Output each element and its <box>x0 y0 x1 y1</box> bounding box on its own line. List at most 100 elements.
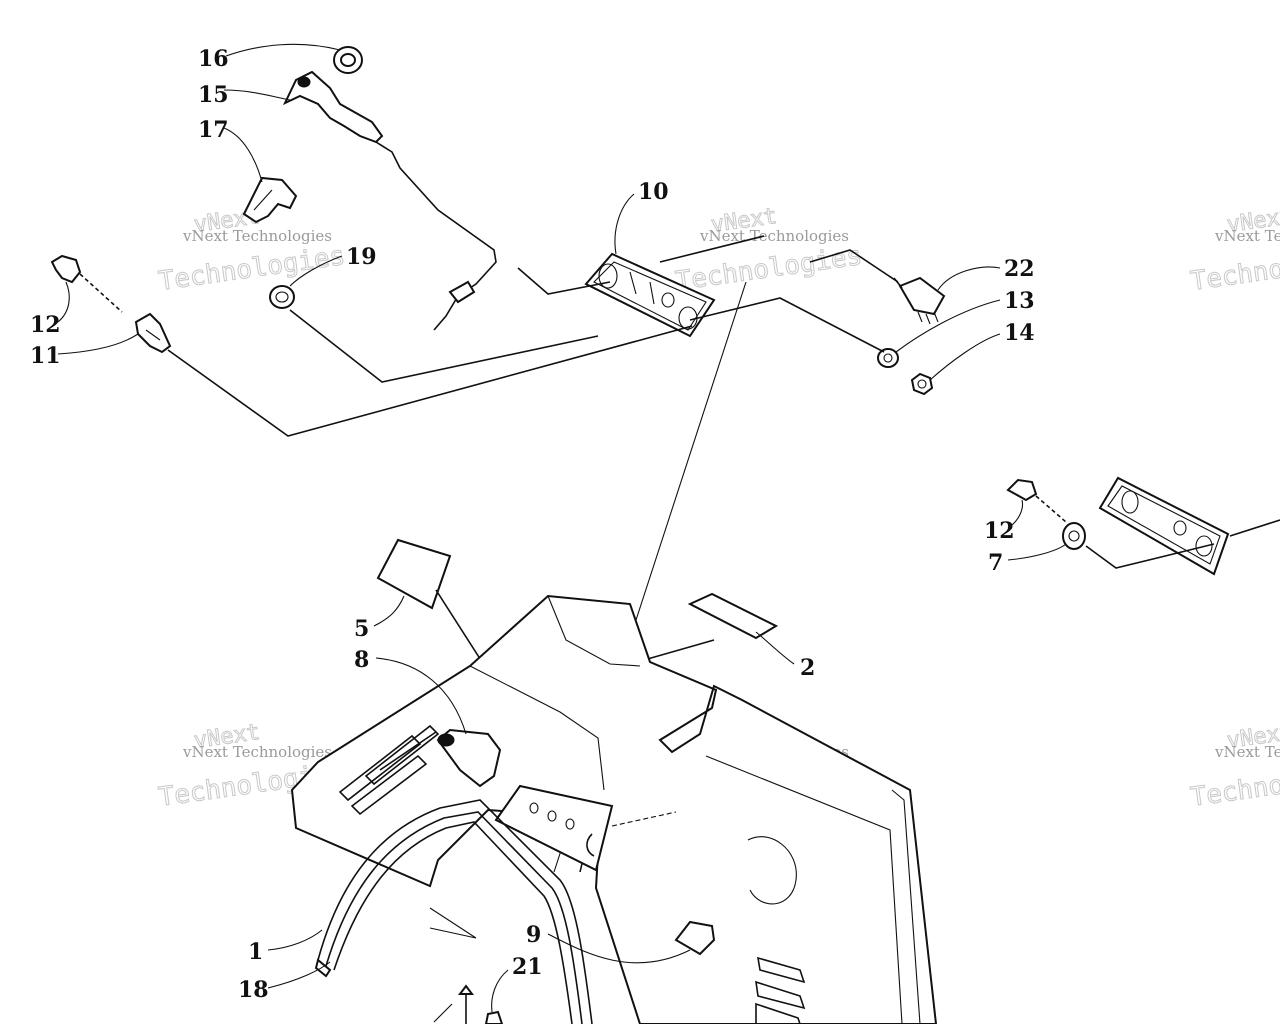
nut-hole <box>917 379 927 389</box>
console-hood-body <box>290 594 938 1024</box>
headlight-lens <box>437 733 455 747</box>
callout-12-left: 12 <box>30 312 61 338</box>
callout-15: 15 <box>198 82 229 108</box>
switch-part-11-detail <box>145 329 161 341</box>
leader-7 <box>1007 543 1067 561</box>
decal-5-shape <box>376 538 452 610</box>
callout-22: 22 <box>1004 256 1035 282</box>
leader-19 <box>289 255 343 287</box>
plate-right-hole-1 <box>1121 490 1139 514</box>
vent-slot-right-3 <box>755 1002 801 1024</box>
grommet-outer <box>269 285 295 309</box>
plate-inner <box>593 261 707 331</box>
leader-2 <box>755 631 795 665</box>
leader-10 <box>614 193 635 255</box>
windshield-trim-inner <box>325 811 583 1024</box>
leader-12-left <box>57 281 70 323</box>
switch-key-hole <box>297 76 311 88</box>
line-plate-to-washer <box>689 297 885 353</box>
headlight-part-8 <box>436 728 502 788</box>
trim-leader-junction <box>429 907 477 939</box>
console-side-edge <box>705 755 903 1024</box>
washer-hole <box>883 353 893 363</box>
leader-bottom-stub <box>433 1003 453 1023</box>
watermark-top-right: vNext vNext Technologies Technologies <box>1188 203 1280 297</box>
trim-end-cap <box>314 958 332 978</box>
vent-slot-right-2 <box>755 980 806 1010</box>
console-dashed-mark <box>611 811 677 827</box>
callout-16: 16 <box>198 46 229 72</box>
callout-2: 2 <box>800 655 815 681</box>
plate-right-hole-3 <box>1195 535 1213 557</box>
watermark-small-text: vNext Technologies <box>1214 743 1280 761</box>
ring-part-16-inner <box>340 53 356 67</box>
watermark-small-text: vNext Technologies <box>182 743 332 761</box>
watermark-bottom-right: vNext vNext Technologies Technologies <box>1188 719 1280 813</box>
callout-10: 10 <box>638 179 669 205</box>
switch-cable <box>375 141 497 331</box>
leader-15 <box>223 89 291 101</box>
vent-slot-right-1 <box>757 956 806 984</box>
callout-12-right: 12 <box>984 518 1015 544</box>
console-outline <box>290 594 938 1024</box>
choke-knob-assembly-left <box>50 254 172 354</box>
leader-5 <box>373 595 405 627</box>
clip-part-9 <box>674 920 716 956</box>
line-7-to-plate-right <box>1085 543 1215 569</box>
console-instrument-recess <box>494 784 614 872</box>
plate-hole-1 <box>598 263 618 289</box>
leader-8 <box>375 657 467 735</box>
callout-labels: 16 15 17 19 12 11 10 22 13 14 12 7 5 8 2… <box>30 46 1035 1003</box>
leader-21 <box>491 969 509 1013</box>
watermark-big-technologies: Technologies <box>1189 241 1280 297</box>
callout-9: 9 <box>526 922 541 948</box>
nut-part-7-hole <box>1068 530 1080 542</box>
knob-axis-right <box>1035 495 1067 523</box>
leader-17 <box>223 127 263 183</box>
watermark-top-center: vNext vNext Technologies Technologies <box>673 203 864 297</box>
ignition-switch-assembly <box>242 46 497 331</box>
switch-body-part-15 <box>282 70 384 144</box>
plate-right-inner <box>1107 485 1221 565</box>
leader-18 <box>267 961 331 989</box>
vent-slot-1 <box>338 734 422 802</box>
line-11-to-plate <box>167 325 693 437</box>
leader-12-right <box>1007 499 1024 529</box>
callout-19: 19 <box>346 244 377 270</box>
cable-connector <box>448 280 476 304</box>
leader-13 <box>895 299 1001 353</box>
knob-axis <box>79 273 123 313</box>
line-19-to-plate <box>289 309 599 383</box>
windshield-trim-outer <box>317 799 593 1024</box>
leader-11 <box>57 333 139 355</box>
decal-2-shape <box>687 592 779 640</box>
callout-14: 14 <box>1004 320 1035 346</box>
bracket-detail <box>253 189 273 211</box>
line-plate-left <box>517 267 611 295</box>
instrument-plate-part-10 <box>584 252 716 338</box>
fastener-part-21-base <box>484 1010 504 1024</box>
grommet-part-19 <box>269 285 295 309</box>
callout-5: 5 <box>354 616 369 642</box>
console-ridge <box>547 595 641 667</box>
nut-part-7 <box>1062 522 1086 550</box>
leader-14 <box>929 333 1001 381</box>
callout-17: 17 <box>198 117 229 143</box>
recess-hole-2 <box>547 810 557 822</box>
leader-1 <box>267 929 323 951</box>
plate-symbols <box>629 271 655 305</box>
callout-7: 7 <box>988 550 1003 576</box>
callout-leader-lines <box>57 43 1067 1023</box>
callout-18: 18 <box>238 977 269 1003</box>
watermark-small-text: vNext Technologies <box>1214 227 1280 245</box>
bracket-part-17 <box>242 176 298 224</box>
recess-hole-3 <box>565 818 575 830</box>
console-side-edge-2 <box>891 789 921 1024</box>
watermark-big-technologies: Technologies <box>157 241 347 297</box>
knob-part-12 <box>50 254 82 284</box>
nut-part-14 <box>910 372 934 396</box>
alternate-plate-assembly <box>1006 476 1280 576</box>
callout-1: 1 <box>248 939 263 965</box>
console-dome <box>747 836 797 905</box>
leader-16 <box>225 43 341 57</box>
